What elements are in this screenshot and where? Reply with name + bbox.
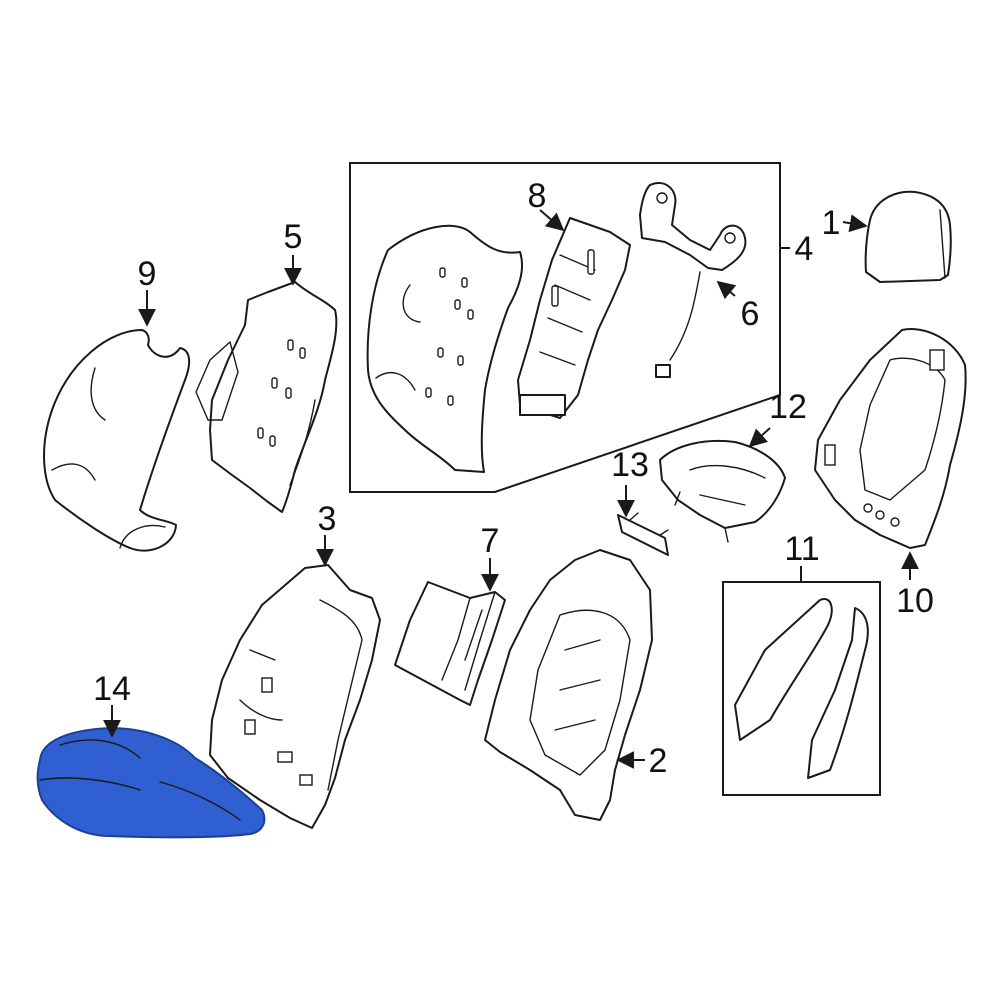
callout-9: 9 — [138, 255, 157, 293]
part-9-back-cover[interactable] — [43, 329, 191, 552]
part-6-bracket-harness[interactable] — [639, 182, 747, 378]
callout-12: 12 — [769, 388, 807, 426]
part-5-back-pad[interactable] — [195, 281, 338, 513]
part-7-control-module[interactable] — [394, 581, 506, 706]
part-13-clip[interactable] — [617, 512, 669, 556]
callout-7: 7 — [481, 522, 500, 560]
callout-4: 4 — [795, 230, 814, 268]
part-3-back-frame[interactable] — [209, 564, 381, 829]
callout-8: 8 — [528, 177, 547, 215]
group-box-4 — [349, 162, 781, 493]
part-10-back-panel[interactable] — [814, 328, 967, 549]
callout-10: 10 — [896, 582, 934, 620]
part-8-lumbar-support[interactable] — [517, 217, 631, 419]
part-11-side-trims[interactable] — [734, 598, 869, 779]
callout-2: 2 — [649, 742, 668, 780]
callout-3: 3 — [318, 500, 337, 538]
callout-14: 14 — [93, 670, 131, 708]
callout-6: 6 — [741, 295, 760, 333]
callout-11: 11 — [784, 530, 819, 568]
callout-leaders — [103, 209, 919, 769]
callout-5: 5 — [284, 218, 303, 256]
callout-13: 13 — [611, 446, 649, 484]
part-4-cushion-pad[interactable] — [366, 224, 524, 473]
part-2-seat-frame[interactable] — [484, 549, 653, 821]
part-12-side-bolster[interactable] — [659, 439, 786, 543]
part-1-headrest[interactable] — [864, 190, 952, 283]
callout-1: 1 — [822, 204, 841, 242]
